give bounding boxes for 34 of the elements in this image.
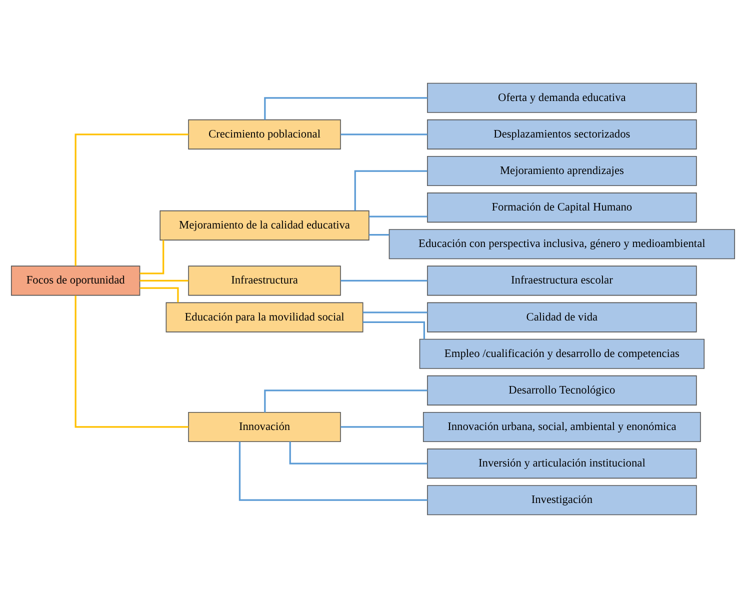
connector (238, 441, 428, 500)
node-box: Infraestructura escolar (427, 265, 697, 296)
connector (368, 215, 428, 217)
node-box: Infraestructura (188, 265, 341, 296)
connector (264, 389, 428, 412)
node-box: Desplazamientos sectorizados (427, 118, 697, 149)
node-box: Focos de oportunidad (10, 265, 140, 296)
connector (289, 441, 428, 464)
node-box: Innovación urbana, social, ambiental y enonómica (422, 411, 701, 442)
connector (362, 311, 428, 313)
connector (354, 170, 428, 210)
node-box: Mejoramiento aprendizajes (427, 155, 697, 186)
connector (340, 279, 428, 282)
node-box: Inversión y articulación institucional (427, 448, 697, 478)
node-box: Innovación (188, 411, 341, 442)
connector (140, 240, 164, 274)
connector (140, 279, 188, 282)
node-box: Educación para la movilidad social (166, 302, 364, 332)
node-box: Crecimiento poblacional (188, 118, 341, 149)
connector (368, 234, 390, 236)
connector (264, 96, 428, 120)
connector (74, 295, 188, 428)
node-box: Educación con perspectiva inclusiva, género y medioambiental (388, 228, 736, 259)
node-box: Formación de Capital Humano (427, 192, 697, 222)
node-box: Empleo /cualificación y desarrollo de competencias (419, 338, 705, 368)
node-box: Investigación (427, 484, 697, 515)
node-box: Desarrollo Tecnológico (427, 374, 697, 405)
connector (340, 133, 428, 135)
connector (340, 426, 424, 428)
connector (74, 133, 188, 266)
node-box: Calidad de vida (427, 302, 697, 332)
node-box: Oferta y demanda educativa (427, 82, 697, 112)
connector (140, 286, 179, 302)
node-box: Mejoramiento de la calidad educativa (160, 210, 370, 240)
